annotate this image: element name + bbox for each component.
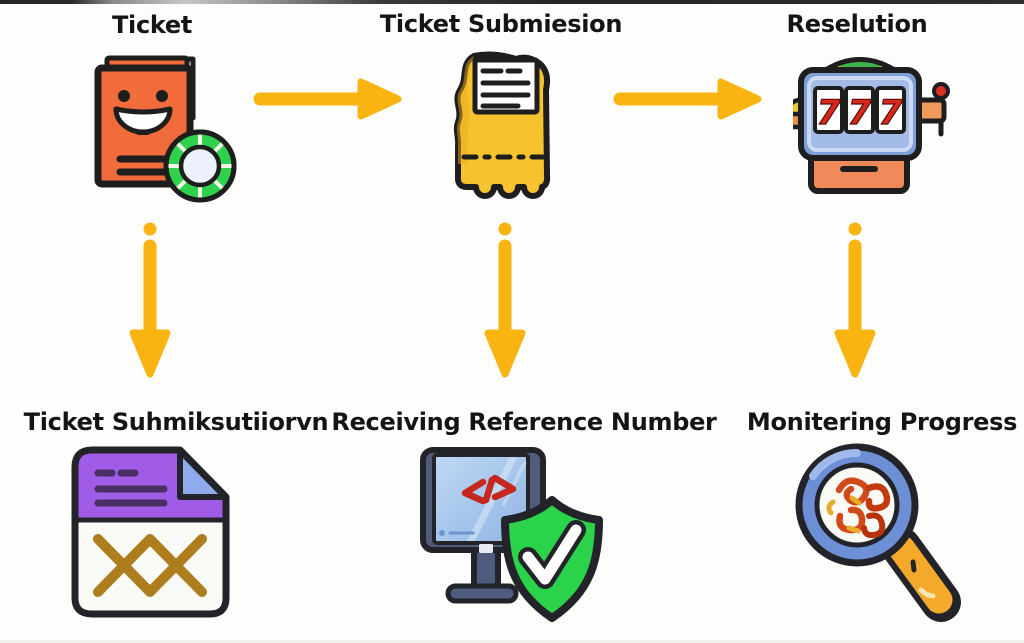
node-title-ticket-submission-2: Ticket Suhmiksutiiorvn xyxy=(23,408,329,436)
reel-seven-3: 7 xyxy=(879,93,903,133)
monitor-shield-check-icon xyxy=(413,438,613,623)
receipt-icon xyxy=(440,46,568,204)
slot-machine-icon: 7 7 7 xyxy=(793,42,958,204)
node-title-ticket: Ticket xyxy=(111,11,193,39)
bottom-edge-strip xyxy=(0,640,1024,643)
arrow-down-submission xyxy=(483,220,527,382)
reel-seven-2: 7 xyxy=(848,93,872,133)
magnifier-doodle-icon xyxy=(783,436,968,628)
node-title-resolution: Reselution xyxy=(786,10,928,38)
document-xx-icon xyxy=(68,442,233,622)
arrow-right-ticket-to-submission xyxy=(252,76,404,122)
reel-seven-1: 7 xyxy=(817,93,841,133)
arrow-down-ticket xyxy=(128,220,172,382)
arrow-right-submission-to-resolution xyxy=(612,76,764,122)
node-title-receiving-reference-number: Receiving Reference Number xyxy=(331,408,717,436)
arrow-down-resolution xyxy=(833,220,877,382)
smiley-ticket-folder-icon xyxy=(80,46,240,208)
node-title-ticket-submission: Ticket Submiesion xyxy=(379,10,623,38)
node-title-monitoring-progress: Monitering Progress xyxy=(746,408,1018,436)
top-edge-strip xyxy=(0,0,1024,4)
